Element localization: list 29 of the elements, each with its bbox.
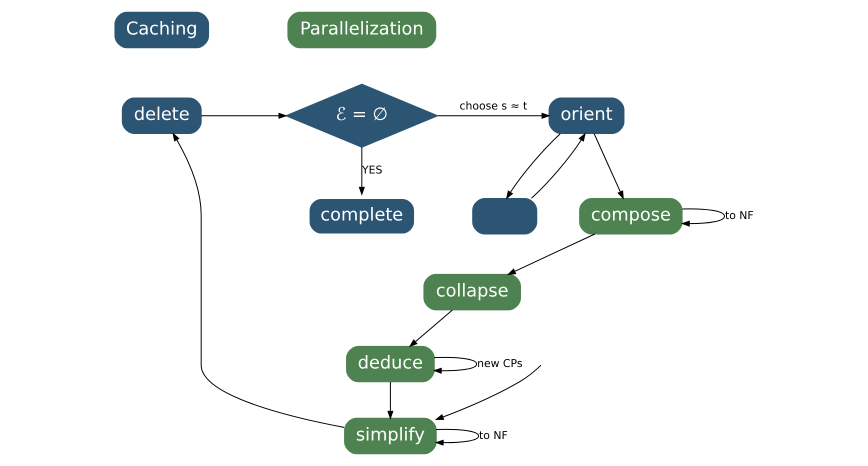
arrow	[434, 428, 479, 446]
node-box: simplify	[344, 418, 436, 454]
arrow	[172, 132, 344, 428]
node-box: delete	[121, 97, 202, 134]
node-box: collapse	[422, 274, 520, 310]
arrow	[506, 234, 595, 275]
arrow	[680, 208, 724, 227]
arrow	[593, 133, 624, 200]
node-box	[472, 198, 537, 234]
arrow	[505, 133, 560, 200]
edge-label: choose s ≈ t	[459, 100, 527, 113]
arrow	[530, 132, 586, 199]
arrow	[436, 112, 550, 119]
edge-label: to NF	[478, 428, 508, 442]
node-diamond: ℰ = ∅	[284, 84, 438, 148]
node-box: Caching	[114, 12, 209, 48]
arrow	[432, 356, 477, 374]
node-box: complete	[308, 198, 415, 234]
node-box: Parallelization	[286, 12, 436, 48]
arrow	[386, 382, 393, 420]
arrow	[434, 364, 542, 420]
arrow	[408, 310, 452, 348]
edge-label: to NF	[724, 209, 754, 222]
node-box: orient	[548, 97, 624, 134]
arrow	[200, 112, 287, 119]
node-box: compose	[578, 198, 682, 234]
node-box: deduce	[346, 346, 434, 382]
edge-label: new CPs	[476, 356, 522, 370]
arrow	[358, 146, 364, 196]
